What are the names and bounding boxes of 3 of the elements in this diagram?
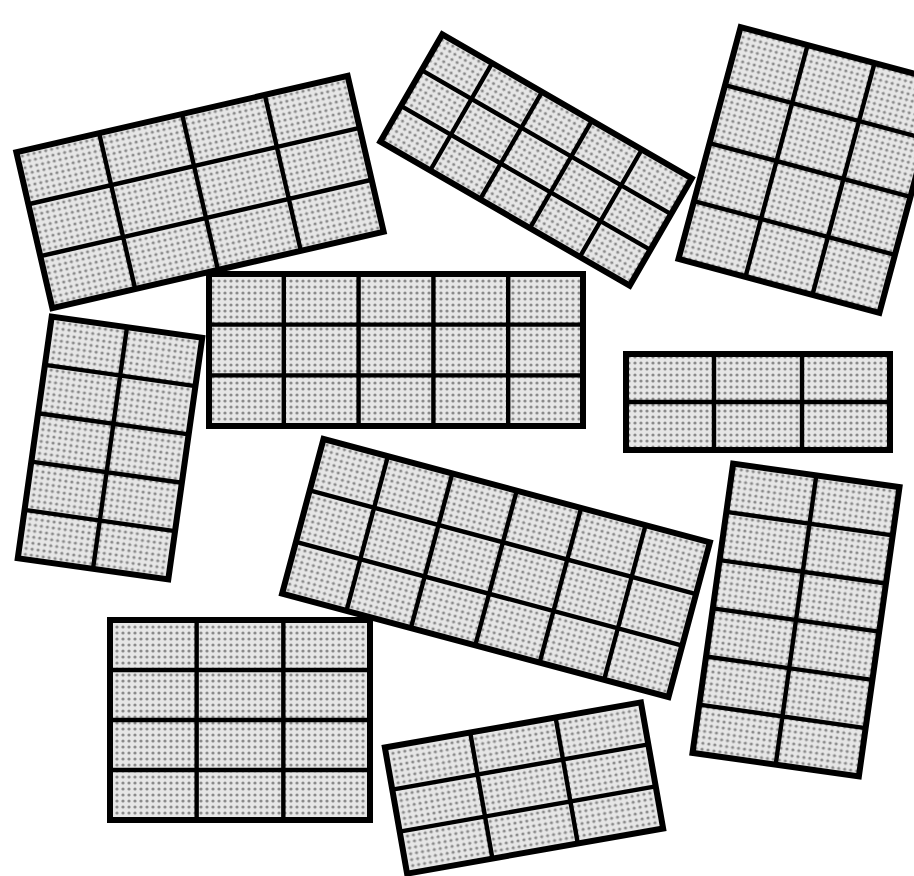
grid-drawing [206,271,586,429]
grid-drawing [107,617,373,823]
grid-drawing [623,351,893,453]
